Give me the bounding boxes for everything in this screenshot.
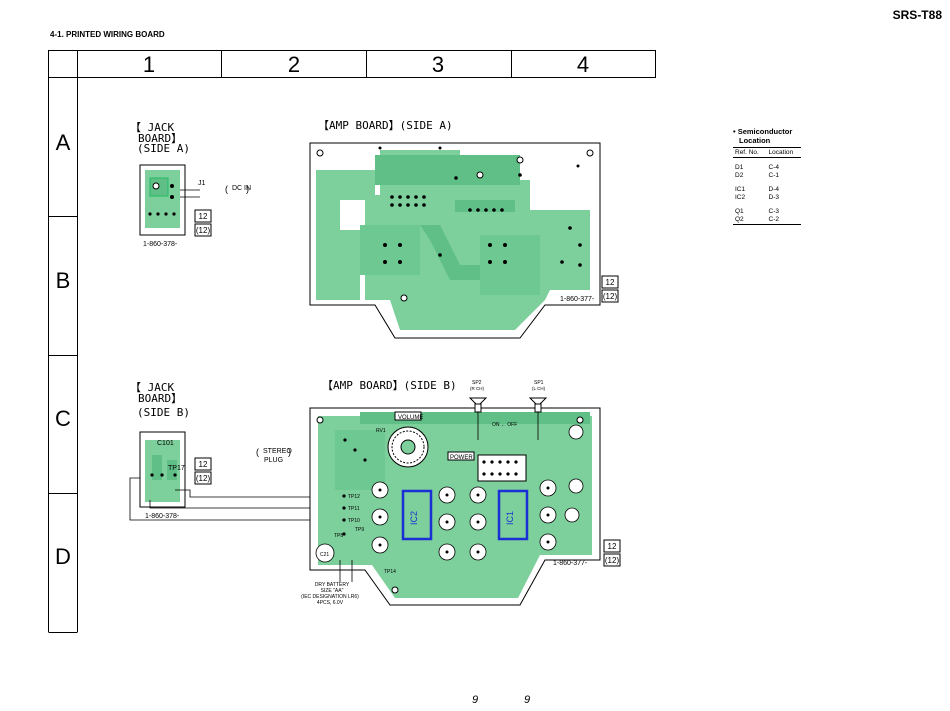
amp-b-part-no: 1-860-377-	[553, 560, 588, 567]
jack-a-title-1: 【 JACK	[130, 121, 174, 134]
row-label-b: B	[56, 268, 71, 293]
svg-text:(: (	[256, 447, 259, 457]
col-label-2: 2	[288, 52, 300, 77]
row-label-d: D	[55, 544, 71, 569]
tp14-label: TP14	[384, 569, 396, 575]
page-number-right: 9	[524, 694, 530, 706]
volume-label: VOLUME	[398, 415, 423, 421]
jack-b-tp17: TP17	[168, 465, 185, 472]
amp-board-side-b: 【AMP BOARD】(SIDE B) VOLUME RV1 POWER ON …	[301, 379, 621, 606]
row-label-c: C	[55, 406, 71, 431]
sp2-label: SP2	[472, 380, 482, 386]
jack-a-j1: J1	[198, 180, 206, 187]
amp-b-badge-12-paren: (12)	[605, 556, 620, 565]
battery-line-3: (IEC DESIGNATION LR6)	[301, 594, 359, 600]
jack-a-badge-12: 12	[199, 212, 208, 221]
ic1-label: IC1	[505, 511, 515, 525]
c21-label: C21	[320, 552, 329, 558]
amp-board-side-a: 【AMP BOARD】(SIDE A) 12 (12) 1-860-377-	[309, 119, 619, 339]
stereo-plug-1: STEREO	[263, 448, 292, 455]
jack-board-side-b: 【 JACK BOARD】 (SIDE B) C101 TP17 ( STERE…	[129, 381, 340, 521]
semiconductor-heading: • Semiconductor	[733, 127, 793, 136]
location-grid: 1 2 3 4 A B C D	[48, 50, 656, 633]
amp-a-part-no: 1-860-377-	[560, 296, 595, 303]
jack-a-badge-12-paren: (12)	[196, 226, 211, 235]
tp12-label: TP12	[348, 494, 360, 500]
page-number-left: 9	[472, 694, 478, 706]
section-title: 4-1. PRINTED WIRING BOARD	[50, 30, 165, 39]
rv1-label: RV1	[376, 428, 386, 434]
svg-text:): )	[288, 447, 291, 457]
stereo-plug-2: PLUG	[264, 457, 283, 464]
jack-b-c101: C101	[157, 440, 174, 447]
location-heading: Location	[739, 136, 771, 145]
dc-in-label: (	[225, 184, 228, 194]
jack-board-side-a: 【 JACK BOARD】 (SIDE A) J1 ( DC IN ) 12 (…	[130, 121, 251, 248]
jack-a-title-2: BOARD】	[138, 132, 182, 145]
on-off-label: ON ← OFF	[492, 422, 517, 428]
jack-b-title-3: (SIDE B)	[137, 406, 190, 419]
semiconductor-location-table: • Semiconductor Location Ref. No. Locati…	[733, 127, 801, 225]
dc-in-text: DC IN	[232, 185, 251, 192]
tp8-label: TP8	[334, 533, 343, 539]
model-name: SRS-T88	[892, 8, 942, 22]
row-label-a: A	[56, 130, 71, 155]
sp1-label: SP1	[534, 380, 544, 386]
col-label-1: 1	[143, 52, 155, 77]
amp-b-badge-12: 12	[608, 542, 617, 551]
col-ref-no: Ref. No.	[733, 147, 767, 158]
amp-a-title: 【AMP BOARD】(SIDE A)	[318, 119, 453, 132]
jack-b-part-no: 1-860-378-	[145, 513, 180, 520]
jack-b-badge-12-paren: (12)	[196, 474, 211, 483]
amp-b-title: 【AMP BOARD】(SIDE B)	[322, 379, 457, 392]
battery-line-1: DRY BATTERY	[315, 582, 350, 588]
sp2-sub: (R CH)	[470, 386, 484, 391]
battery-line-4: 4PCS, 6.0V	[317, 600, 344, 606]
tp9-label: TP9	[355, 527, 364, 533]
ic1-outline	[497, 489, 529, 541]
amp-a-badge-12-paren: (12)	[603, 292, 618, 301]
svg-text:): )	[246, 184, 249, 194]
sp1-sub: (L CH)	[532, 386, 546, 391]
tp11-label: TP11	[348, 506, 360, 512]
tp10-label: TP10	[348, 518, 360, 524]
col-label-3: 3	[432, 52, 444, 77]
jack-b-badge-12: 12	[199, 460, 208, 469]
jack-b-title-2: BOARD】	[138, 392, 182, 405]
battery-line-2: SIZE "AA"	[321, 588, 344, 594]
col-label-4: 4	[577, 52, 589, 77]
power-label: POWER	[450, 455, 473, 461]
jack-b-title-1: 【 JACK	[130, 381, 174, 394]
jack-a-part-no: 1-860-378-	[143, 241, 178, 248]
jack-a-title-3: (SIDE A)	[137, 142, 190, 155]
ic2-label: IC2	[409, 511, 419, 525]
col-location: Location	[766, 147, 801, 158]
amp-a-badge-12: 12	[606, 278, 615, 287]
ic2-outline	[401, 489, 433, 541]
